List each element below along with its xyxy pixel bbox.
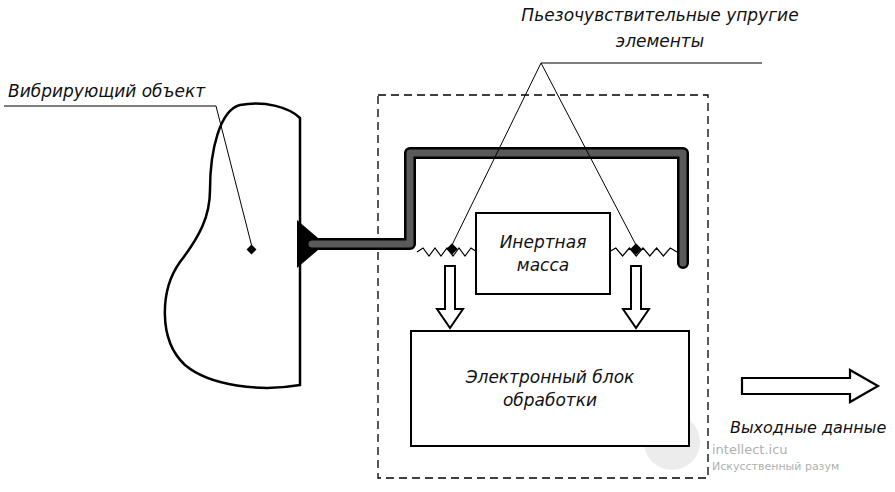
piezo-dot — [446, 243, 457, 254]
piezo-label: Пьезочувствительные упругие элементы — [520, 2, 800, 55]
output-label: Выходные данные — [730, 416, 886, 441]
piezo-dot — [630, 243, 641, 254]
processing-box: Электронный блок обработки — [410, 330, 690, 447]
watermark: Искусственный разум — [712, 458, 839, 475]
box-label: Инертная масса — [477, 227, 609, 279]
object-label: Вибрирующий объект — [8, 78, 205, 104]
box-label: Электронный блок обработки — [412, 362, 688, 414]
watermark: intellect.icu — [712, 440, 788, 460]
vibrating-object — [165, 103, 300, 387]
output-arrow — [742, 370, 878, 402]
signal-arrow — [437, 266, 463, 328]
spring — [609, 248, 677, 256]
mass-box: Инертная масса — [475, 212, 611, 295]
signal-arrow — [623, 266, 649, 328]
leader-line — [4, 106, 252, 247]
